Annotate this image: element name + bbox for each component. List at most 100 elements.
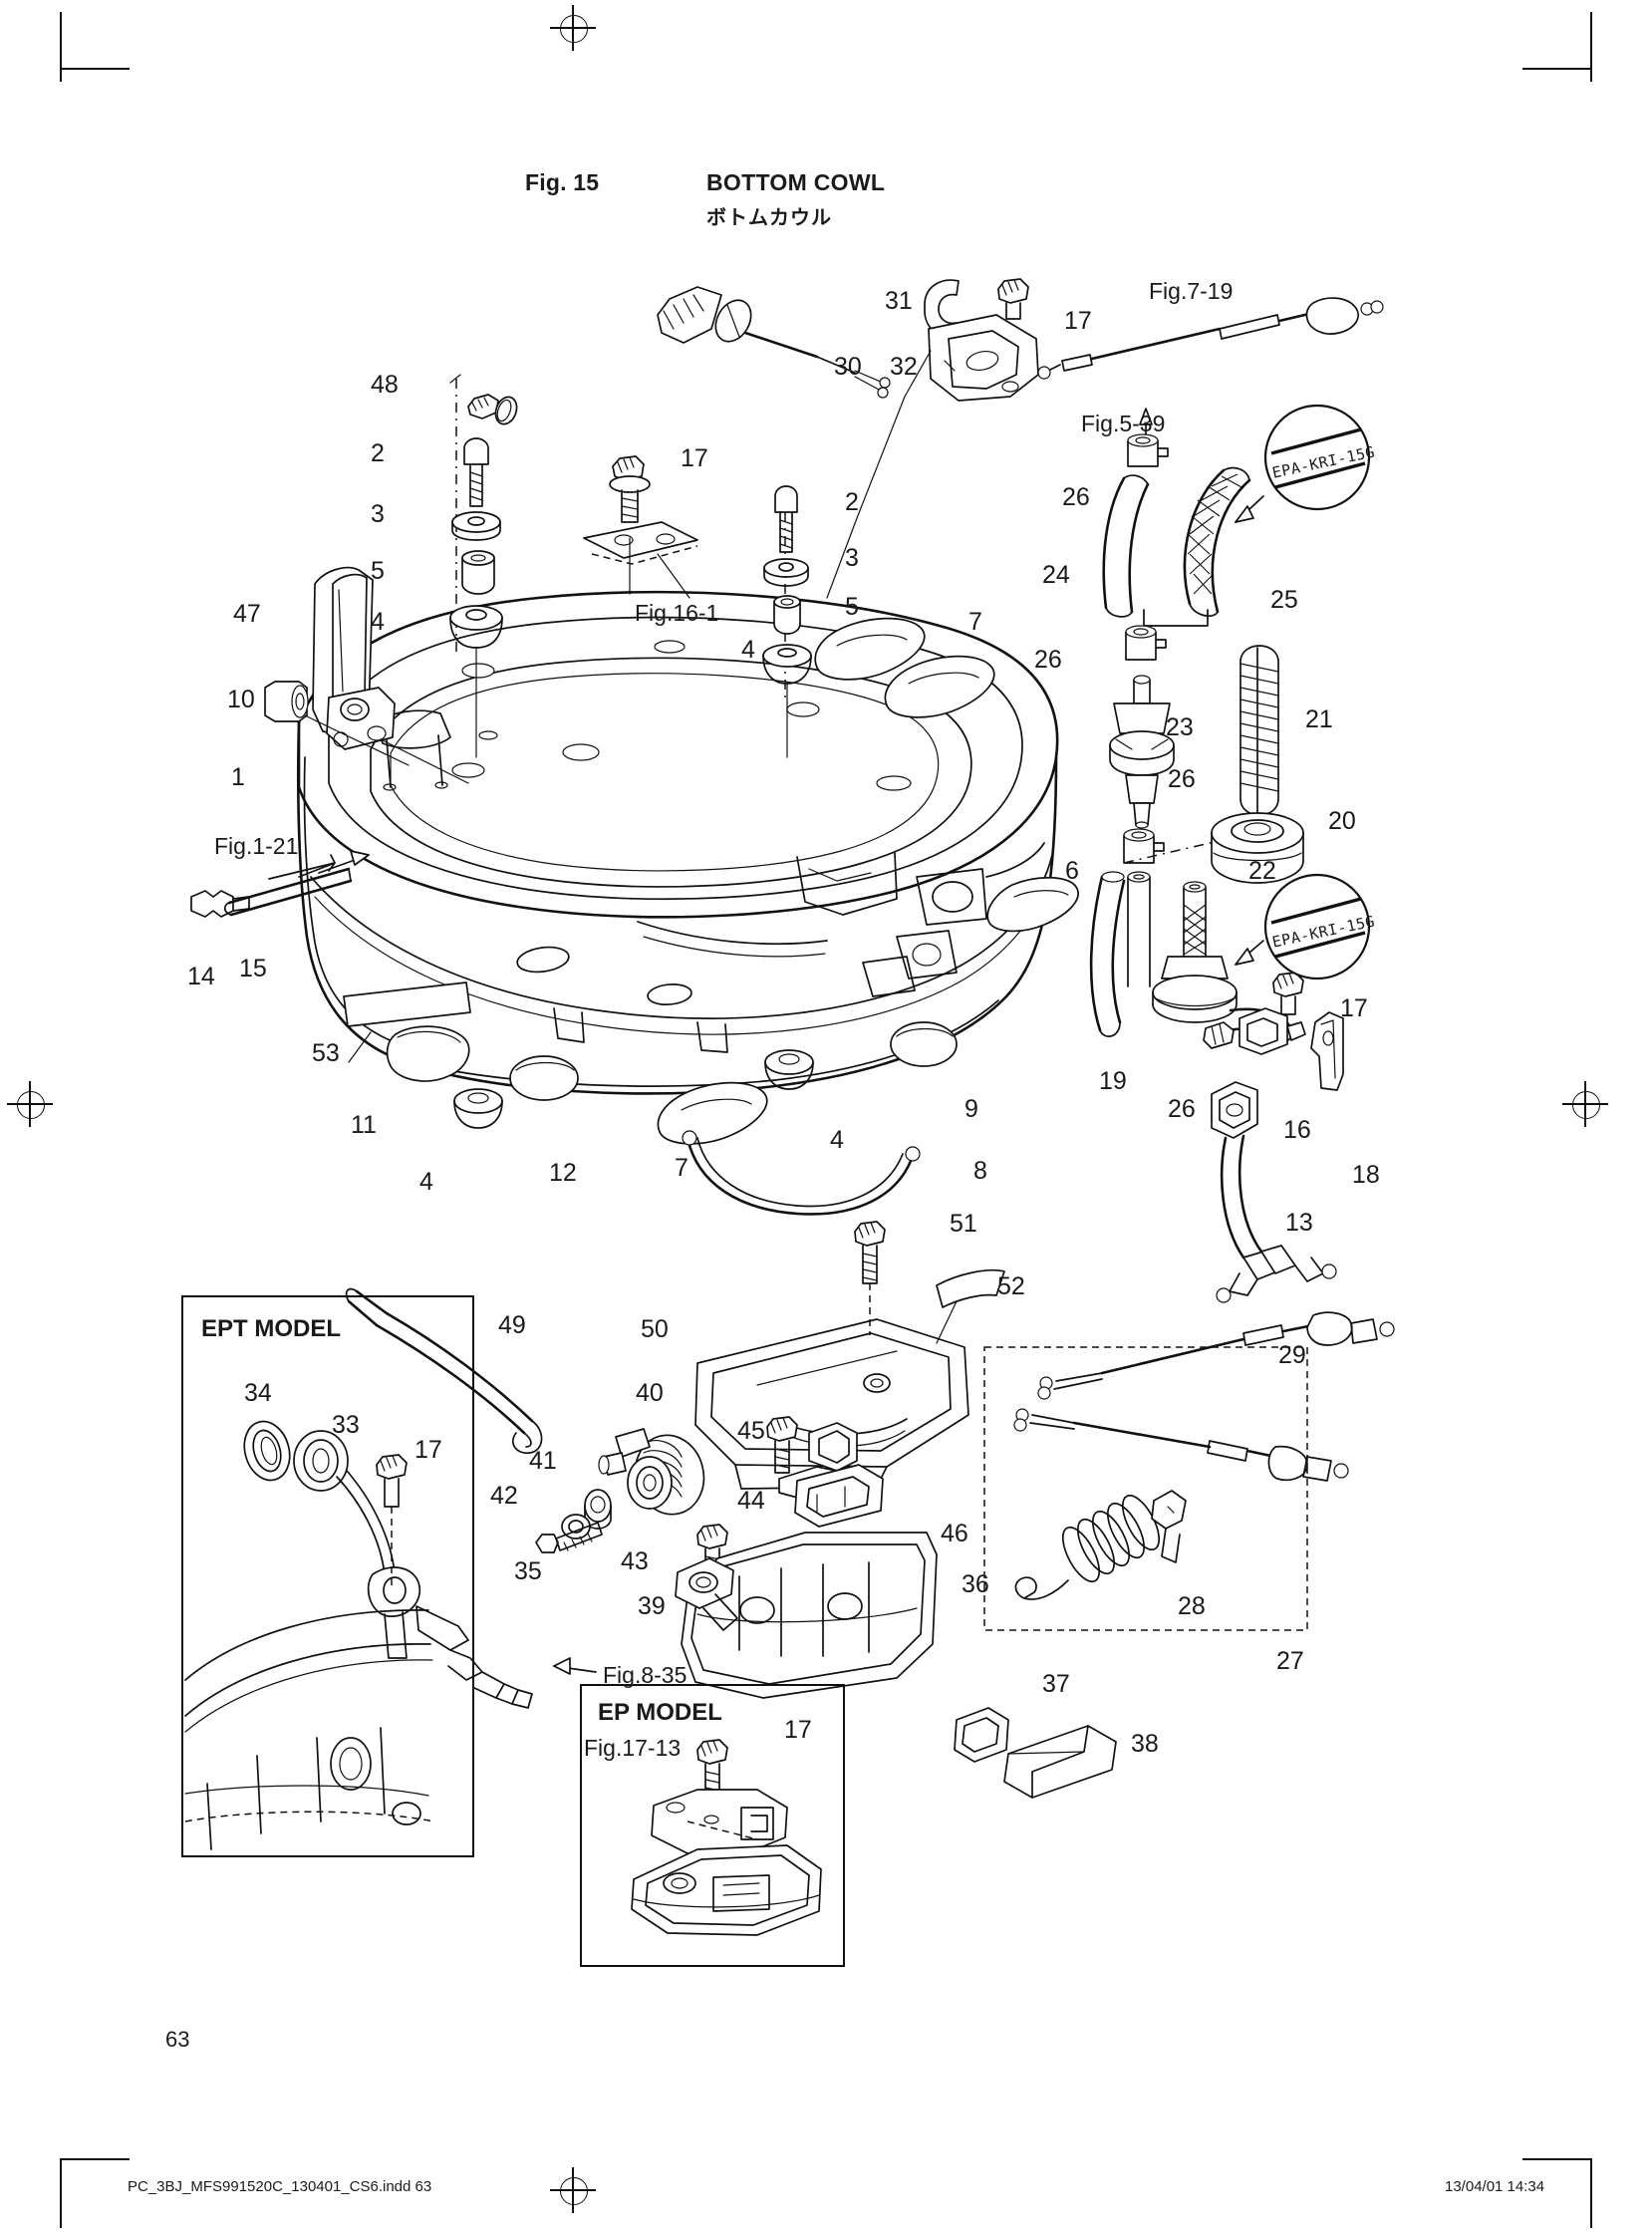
callout-45: 45 [737,1417,765,1445]
fastener-column-a [450,375,558,757]
callout-16: 16 [1283,1116,1311,1144]
crop-mark-bottom-left [60,2158,130,2228]
callout-17-b: 17 [1064,307,1092,335]
callout-51: 51 [950,1210,977,1238]
callout-32: 32 [890,353,918,381]
callout-11: 11 [351,1111,377,1139]
page-number: 63 [165,2027,190,2052]
callout-23: 23 [1166,713,1194,741]
callout-28: 28 [1178,1592,1206,1620]
callout-17-e: 17 [784,1716,812,1744]
callout-33: 33 [332,1411,360,1439]
part-53-name-plate [344,982,470,1062]
callout-19: 19 [1099,1067,1127,1095]
callout-7-a: 7 [968,608,982,636]
callout-52: 52 [997,1272,1025,1300]
callout-13: 13 [1285,1209,1313,1237]
ep-model-title: EP MODEL [598,1699,722,1726]
part-30-31-32-cable-assembly [658,279,1056,598]
fig7-19-cable [1038,298,1383,379]
callout-15: 15 [239,955,267,982]
callout-27: 27 [1276,1647,1304,1675]
part-37-38-blocks [955,1694,1124,1798]
part-8-grab-bar [683,1131,920,1214]
figure-number: Fig. 15 [525,169,600,195]
epa-badge-upper: EPA-KRI-15G [1263,404,1377,511]
callout-9: 9 [964,1095,978,1123]
callout-49: 49 [498,1311,526,1339]
part-49-rod [347,1289,542,1454]
callout-2-b: 2 [845,488,859,516]
callout-3-a: 3 [371,500,385,528]
footer-filename: PC_3BJ_MFS991520C_130401_CS6.indd 63 [128,2178,432,2195]
ept-model-contents [185,1397,596,1849]
figref-5-39: Fig.5-39 [1081,411,1166,436]
leader-part-7 [927,610,959,628]
part-3-washer [452,512,500,540]
callout-38: 38 [1131,1730,1159,1758]
part-10-bushing [249,682,409,765]
part-52-trim [937,1270,1004,1343]
callout-21: 21 [1305,705,1333,733]
part-2-bolt [464,438,554,506]
callout-48: 48 [371,371,399,399]
callout-4-d: 4 [830,1126,844,1154]
registration-mark-top [550,5,596,51]
part-36-lower-tray [676,1465,949,1698]
callout-24: 24 [1042,561,1070,589]
footer-timestamp: 13/04/01 14:34 [1445,2178,1545,2195]
part-13-stop-switch [1212,1082,1336,1302]
callout-4-a: 4 [371,608,385,636]
part-26-clamp-lower [1124,793,1236,986]
ep-model-contents [632,1740,821,1935]
part-28-lanyard [1015,1490,1186,1599]
callout-30: 30 [834,353,862,381]
ept-model-title: EPT MODEL [201,1315,342,1342]
callout-44: 44 [737,1487,765,1515]
callout-22: 22 [1248,857,1276,885]
ep-model-box [580,1684,845,1967]
part-20-grommet [1212,813,1319,883]
callout-6: 6 [1065,857,1079,885]
figref-7-19: Fig.7-19 [1149,278,1234,304]
part-4-grommets [454,1050,813,1128]
callout-8: 8 [973,1157,987,1185]
figref-8-35: Fig.8-35 [603,1662,688,1688]
callout-4-b: 4 [741,636,755,664]
callout-20: 20 [1328,807,1356,835]
bottom-cowl-body [298,592,1057,1093]
callout-1: 1 [231,763,245,791]
registration-mark-bottom [550,2167,596,2213]
callout-26-a: 26 [1062,483,1090,511]
part-16-17-18-switch [1186,973,1351,1138]
callout-47: 47 [233,600,261,628]
callout-53: 53 [312,1039,340,1067]
part-23-fuel-valve [1110,676,1192,828]
callout-26-d: 26 [1168,1095,1196,1123]
callout-4-c: 4 [419,1168,433,1196]
part-17-bracket-fig16 [584,450,697,598]
part-47-latch-handle [271,568,468,783]
crop-mark-top-left [60,12,130,82]
part-48-bolt [468,375,558,427]
part-29-cable [1014,1312,1394,1481]
part-14-15-pin-rod [191,851,369,955]
callout-29: 29 [1278,1341,1306,1369]
fastener-column-b [761,486,833,757]
part-40-pulley [510,1399,712,1552]
part-7-oval-seals [658,619,993,1144]
figref-1-21: Fig.1-21 [214,833,299,859]
part-4-grommet-upper [450,606,554,648]
page-title: BOTTOM COWL [706,169,886,195]
figref-16-1: Fig.16-1 [635,600,719,626]
callout-5-a: 5 [371,557,385,585]
registration-mark-left [7,1081,53,1127]
crop-mark-bottom-right [1522,2158,1592,2228]
part-6-seal [987,873,1078,931]
callout-42: 42 [490,1482,518,1510]
part-12-cap [510,1056,578,1141]
callout-12: 12 [549,1159,577,1187]
callout-17-d: 17 [414,1436,442,1464]
